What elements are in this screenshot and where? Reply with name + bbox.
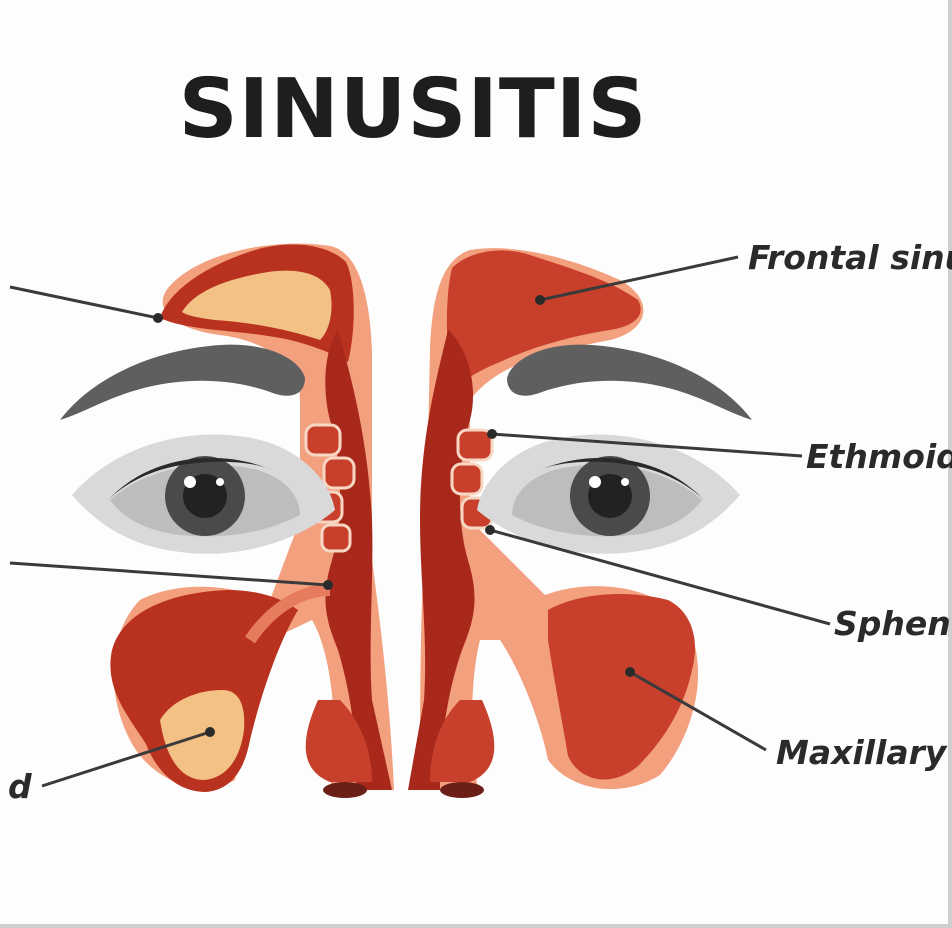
right-eyebrow bbox=[507, 345, 752, 420]
label-ethmoid-sinus: Ethmoid bbox=[806, 437, 952, 476]
left-nostril bbox=[323, 782, 367, 798]
right-nostril bbox=[440, 782, 484, 798]
label-sphenoid-sinus: Sphen bbox=[834, 604, 951, 643]
left-eyebrow bbox=[60, 345, 305, 420]
label-left-partial: d bbox=[8, 767, 32, 806]
leader-left-frontal bbox=[10, 287, 158, 318]
label-frontal-sinus: Frontal sinu bbox=[748, 238, 952, 277]
label-maxillary-sinus: Maxillary bbox=[776, 733, 946, 772]
